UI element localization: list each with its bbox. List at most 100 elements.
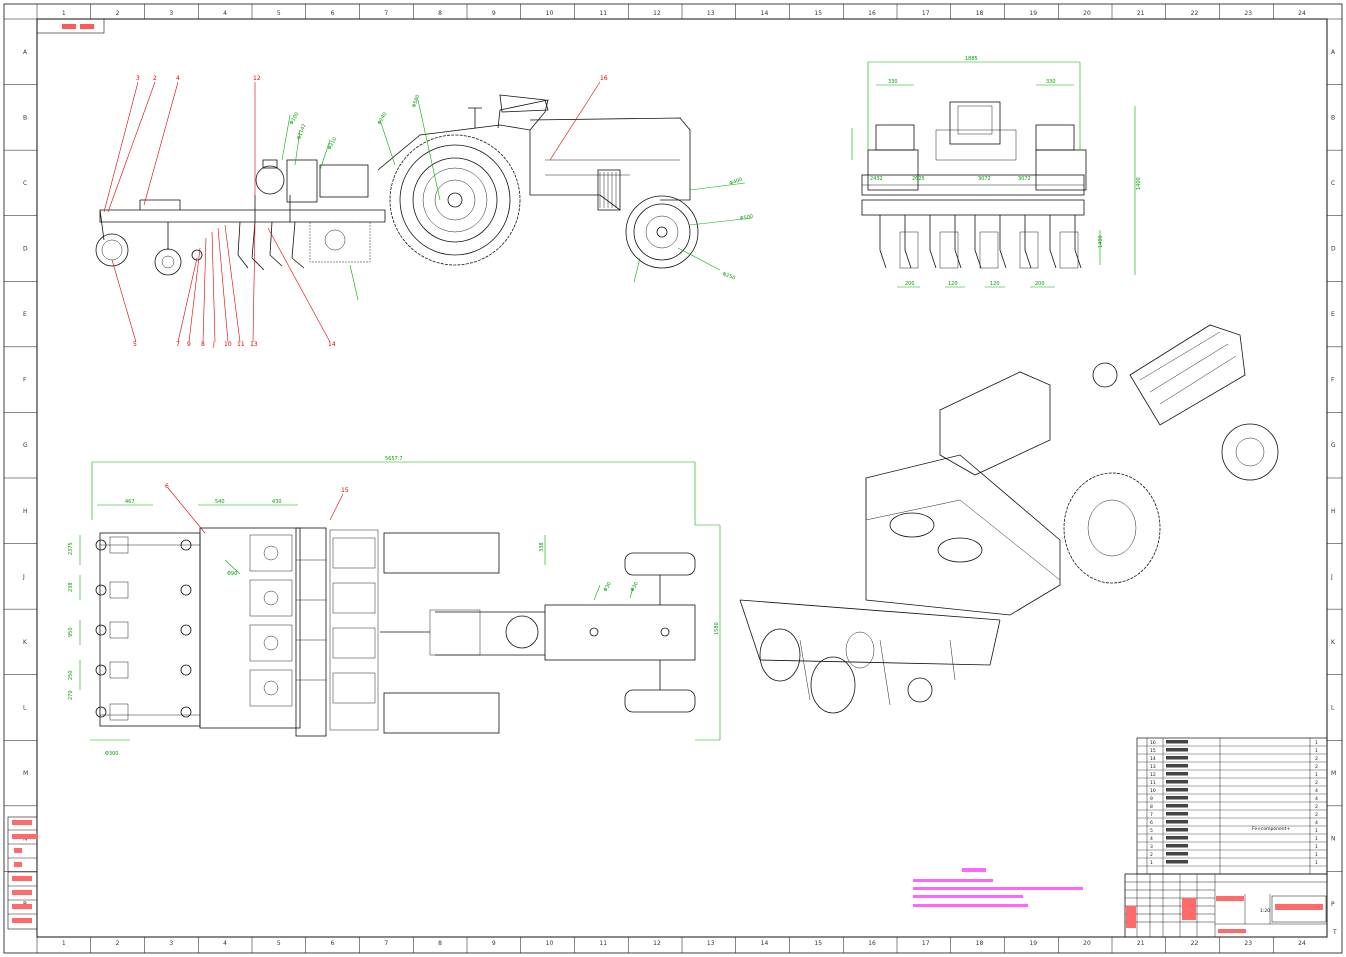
parts-row-name <box>1166 740 1188 744</box>
dimension-label: Φ30 <box>603 581 613 593</box>
parts-row-number: 8 <box>1150 804 1153 810</box>
parts-row-quantity: 1 <box>1315 836 1318 842</box>
dimension-label: 200 <box>905 281 915 287</box>
part-number-label: 6 <box>165 483 169 490</box>
dimension-label: 238 <box>68 582 74 592</box>
parts-row-number: 11 <box>1150 780 1156 786</box>
parts-row-quantity: 4 <box>1315 796 1318 802</box>
zone-col-bottom: 18 <box>976 940 984 947</box>
zone-col-bottom: 10 <box>546 940 554 947</box>
parts-row-quantity: 2 <box>1315 804 1318 810</box>
corner-label: T <box>1332 929 1337 936</box>
zone-col-top: 8 <box>438 10 442 17</box>
zone-col-bottom: 24 <box>1298 940 1306 947</box>
dimension-label: 3072 <box>1018 176 1031 182</box>
parts-row-number: 14 <box>1150 756 1156 762</box>
dimension-label: 338 <box>539 542 545 552</box>
zone-col-bottom: 13 <box>707 940 715 947</box>
parts-row-name <box>1166 828 1188 832</box>
parts-row-name <box>1166 836 1188 840</box>
zone-row-left: J <box>22 573 25 580</box>
zone-col-bottom: 12 <box>653 940 661 947</box>
zone-row-right: F <box>1331 377 1335 384</box>
parts-row-number: 3 <box>1150 844 1153 850</box>
parts-row-name <box>1166 804 1188 808</box>
parts-row-quantity: 1 <box>1315 748 1318 754</box>
parts-row-name <box>1166 844 1188 848</box>
parts-row-quantity: 4 <box>1315 820 1318 826</box>
part-number-label: 3 <box>136 75 140 82</box>
parts-row-number: 7 <box>1150 812 1153 818</box>
zone-row-right: E <box>1331 311 1335 318</box>
zone-col-top: 3 <box>169 10 173 17</box>
zone-col-top: 11 <box>599 10 607 17</box>
zone-col-top: 15 <box>814 10 822 17</box>
parts-row-quantity: 4 <box>1315 788 1318 794</box>
zone-col-bottom: 6 <box>331 940 335 947</box>
dimension-label: 1400 <box>1136 177 1142 190</box>
parts-row-number: 2 <box>1150 852 1153 858</box>
part-number-label: 2 <box>153 75 157 82</box>
zone-col-top: 13 <box>707 10 715 17</box>
part-number-label: 9 <box>187 341 191 348</box>
zone-col-bottom: 23 <box>1244 940 1252 947</box>
zone-col-top: 7 <box>384 10 388 17</box>
zone-row-right: L <box>1331 705 1335 712</box>
material-note: Fe+component+ <box>1252 826 1290 832</box>
parts-row-name <box>1166 812 1188 816</box>
dimension-label: 250 <box>68 670 74 680</box>
parts-row-name <box>1166 820 1188 824</box>
parts-row-name <box>1166 748 1188 752</box>
zone-col-bottom: 20 <box>1083 940 1091 947</box>
dimension-label: 270 <box>68 690 74 700</box>
dimension-label: 330 <box>1046 79 1056 85</box>
parts-row-quantity: 1 <box>1315 852 1318 858</box>
dimension-label: Φ300 <box>105 751 118 757</box>
zone-row-left: C <box>23 180 27 187</box>
zone-col-bottom: 14 <box>761 940 769 947</box>
dimension-label: 3072 <box>978 176 991 182</box>
dimension-label: Φ210 <box>327 136 339 151</box>
parts-row-number: 10 <box>1150 788 1156 794</box>
zone-col-top: 14 <box>761 10 769 17</box>
parts-row-quantity: 2 <box>1315 780 1318 786</box>
part-number-label: J <box>212 341 215 348</box>
parts-row-name <box>1166 772 1188 776</box>
dimension-label: Φ1142 <box>296 123 307 141</box>
zone-col-bottom: 8 <box>438 940 442 947</box>
zone-row-left: D <box>23 246 28 253</box>
title-scale: 1:20 <box>1260 908 1270 914</box>
parts-row-number: 9 <box>1150 796 1153 802</box>
parts-row-number: 13 <box>1150 764 1156 770</box>
zone-row-left: F <box>23 377 27 384</box>
zone-col-top: 4 <box>223 10 227 17</box>
parts-row-quantity: 2 <box>1315 764 1318 770</box>
dimension-label: 1400 <box>1098 235 1104 248</box>
zone-col-bottom: 16 <box>868 940 876 947</box>
part-number-label: 10 <box>224 341 232 348</box>
dimension-label: 1885 <box>965 56 978 62</box>
dimension-label: 2432 <box>870 176 883 182</box>
parts-row-number: 16 <box>1150 740 1156 746</box>
zone-col-top: 10 <box>546 10 554 17</box>
parts-row-name <box>1166 860 1188 864</box>
zone-col-bottom: 4 <box>223 940 227 947</box>
dimension-label: 467 <box>125 499 135 505</box>
zone-col-bottom: 19 <box>1029 940 1037 947</box>
part-number-label: 5 <box>133 341 137 348</box>
part-number-label: 8 <box>201 341 205 348</box>
part-number-label: 4 <box>176 75 180 82</box>
zone-row-left: A <box>23 49 28 56</box>
zone-col-bottom: 1 <box>62 940 66 947</box>
dimension-label: Φ90 <box>227 571 237 577</box>
parts-row-number: 1 <box>1150 860 1153 866</box>
parts-row-name <box>1166 780 1188 784</box>
part-number-label: 11 <box>237 341 245 348</box>
part-number-label: 13 <box>250 341 258 348</box>
zone-row-right: M <box>1331 770 1336 777</box>
zone-row-right: C <box>1331 180 1335 187</box>
parts-row-number: 6 <box>1150 820 1153 826</box>
